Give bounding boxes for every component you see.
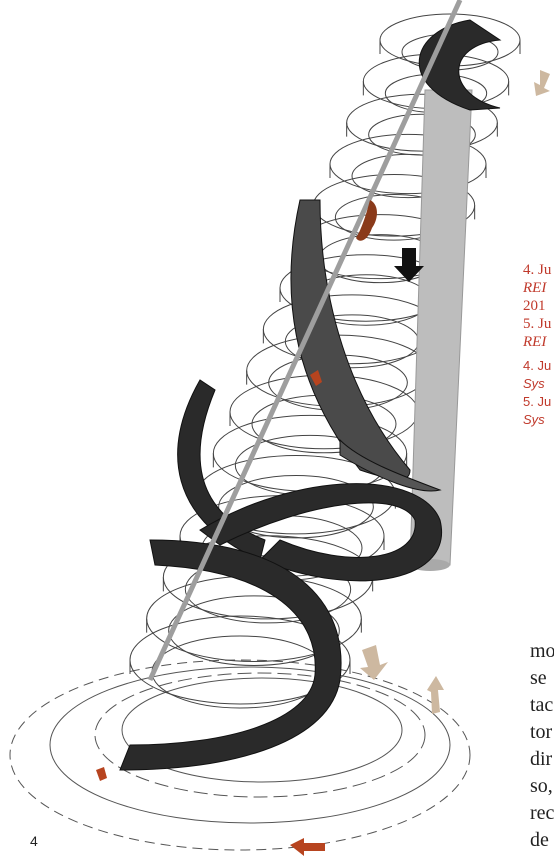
body-text-fragment: rec <box>530 802 554 825</box>
body-text-fragment: tor <box>530 721 552 744</box>
caption-4-line2: REI <box>523 280 546 297</box>
body-text-fragment: so, <box>530 775 553 798</box>
arrow-down-tan-icon <box>534 70 550 96</box>
caption-5-line1: 5. Ju <box>523 316 551 333</box>
body-text-fragment: tac <box>530 694 553 717</box>
central-core-cylinder <box>410 90 472 565</box>
caption-4-line1: 4. Ju <box>523 262 551 279</box>
caption-5-translation-line1: 5. Ju <box>523 394 551 410</box>
arrow-red-icon <box>96 767 107 781</box>
caption-4-translation-line1: 4. Ju <box>523 358 551 374</box>
body-text-fragment: dir <box>530 748 552 771</box>
arrow-up-tan-icon <box>427 676 444 714</box>
central-pole <box>150 0 460 680</box>
caption-4-translation-line2: Sys <box>523 376 545 392</box>
caption-5-line2: REI <box>523 334 546 351</box>
floor-ring <box>263 295 440 364</box>
caption-4-line3: 201 <box>523 298 546 315</box>
page-number: 4 <box>30 833 38 849</box>
caption-5-translation-line2: Sys <box>523 412 545 428</box>
body-text-fragment: de <box>530 829 549 852</box>
arrow-down-tan-icon <box>360 645 388 680</box>
arrow-red-icon <box>290 838 325 856</box>
body-text-fragment: mo <box>530 640 554 663</box>
body-text-fragment: se <box>530 667 547 690</box>
direction-arrows <box>96 70 550 856</box>
